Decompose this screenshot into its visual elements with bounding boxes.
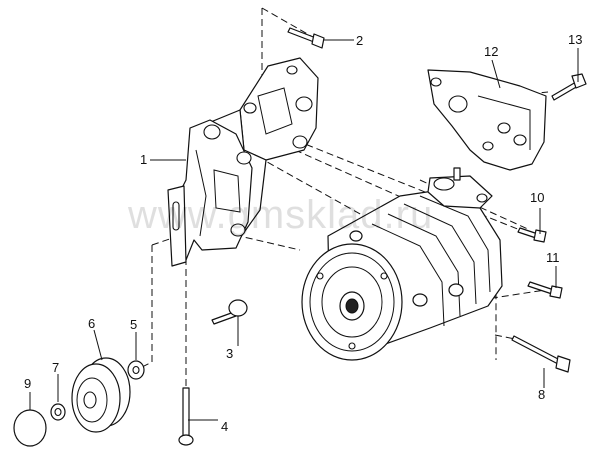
callout-7: 7 (52, 360, 59, 375)
washer-5 (127, 360, 145, 380)
callout-8: 8 (538, 387, 545, 402)
watermark-text: www.gmsklad.ru (127, 193, 433, 237)
small-bracket (427, 69, 547, 171)
callout-11: 11 (546, 250, 560, 265)
callout-10: 10 (530, 190, 544, 205)
leader-lines (29, 39, 579, 421)
callout-1: 1 (140, 152, 147, 167)
bolt-8 (511, 335, 571, 373)
callout-12: 12 (484, 44, 498, 59)
nut-7 (50, 403, 66, 421)
callout-2: 2 (356, 33, 363, 48)
cap-9 (13, 409, 47, 447)
ac-compressor (301, 167, 503, 361)
callout-13: 13 (568, 32, 582, 47)
callout-5: 5 (130, 317, 137, 332)
callout-6: 6 (88, 316, 95, 331)
bolt-4 (178, 387, 194, 446)
bolt-2 (287, 27, 325, 49)
bolt-3 (211, 299, 248, 325)
callout-4: 4 (221, 419, 228, 434)
pulley-6 (71, 357, 131, 433)
callout-8-9: 9 (24, 376, 31, 391)
mounting-bracket (167, 57, 319, 267)
bolt-11 (527, 281, 563, 299)
bolt-13 (551, 73, 587, 101)
callout-3: 3 (226, 346, 233, 361)
bolt-10 (517, 227, 547, 243)
